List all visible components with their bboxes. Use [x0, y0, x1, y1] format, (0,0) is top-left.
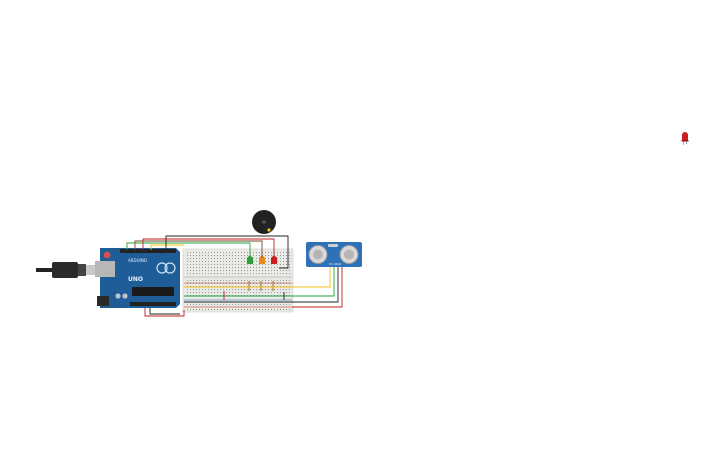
breadboard[interactable]	[182, 248, 294, 313]
wire-black-gnd	[184, 267, 339, 303]
led-red-icon[interactable]	[271, 256, 277, 264]
usb-port	[95, 261, 115, 277]
wire-red-vcc	[292, 267, 343, 308]
ultrasonic-sensor[interactable]: HC-SR04	[306, 242, 362, 267]
wire-yellow-short	[150, 244, 184, 250]
atmega-chip	[132, 287, 174, 296]
arduino-logo	[156, 262, 168, 274]
arduino-uno-board[interactable]: ARDUINO UNO	[95, 248, 180, 308]
power-jack	[97, 296, 109, 306]
wire-red-led	[142, 238, 275, 258]
wire-green-echo	[184, 267, 335, 297]
sensor-part-text: HC-SR04	[329, 262, 342, 266]
wire-red-5v	[144, 308, 185, 317]
wire-green	[126, 242, 251, 258]
reset-button-icon[interactable]	[103, 251, 111, 259]
board-brand-text: ARDUINO	[128, 258, 147, 263]
usb-cable-icon[interactable]	[36, 262, 96, 278]
stray-led-icon[interactable]	[681, 132, 689, 145]
wire-black-arduino-gnd	[149, 308, 180, 315]
wires[interactable]	[126, 235, 343, 317]
resistors[interactable]	[248, 281, 274, 291]
analog-header	[130, 302, 176, 306]
wire-brown	[134, 240, 263, 258]
piezo-buzzer-icon[interactable]	[252, 210, 276, 234]
wire-yellow-trig	[184, 267, 331, 288]
wire-black-buzzer	[165, 235, 289, 269]
led-green-icon[interactable]	[247, 256, 253, 264]
led-orange-icon[interactable]	[259, 256, 265, 264]
board-model-text: UNO	[128, 276, 143, 283]
digital-header	[120, 249, 176, 253]
